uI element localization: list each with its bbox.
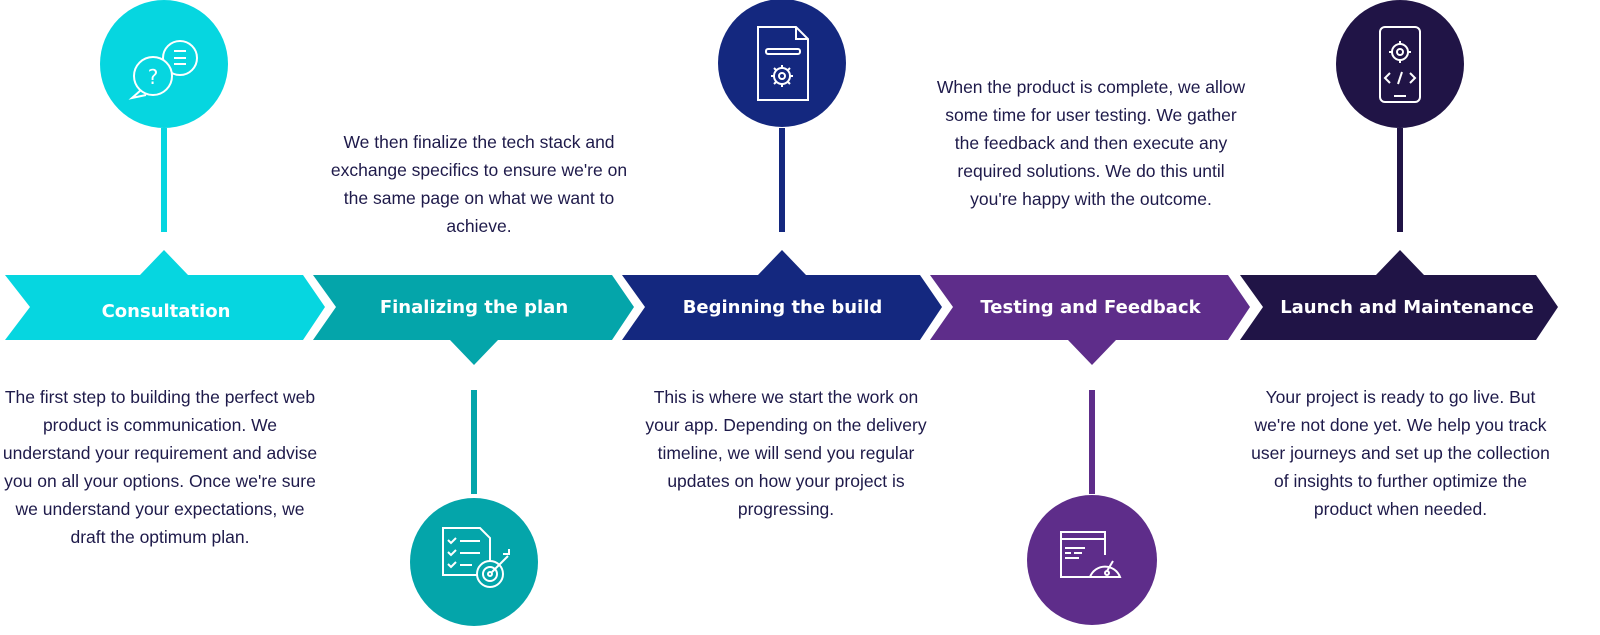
step-2-graphic: [313, 275, 634, 626]
step-4-stem: [1089, 390, 1095, 494]
browser-gauge-icon: [1060, 531, 1122, 578]
step-2-description: We then finalize the tech stack and exch…: [330, 132, 628, 236]
step-3-description: This is where we start the work on your …: [645, 387, 927, 519]
step-5-description: Your project is ready to go live. But we…: [1251, 387, 1550, 519]
step-4-circle: [1027, 495, 1157, 625]
step-1-title: Consultation: [101, 301, 231, 322]
step-2-title: Finalizing the plan: [379, 297, 569, 318]
step-4-title: Testing and Feedback: [980, 297, 1201, 318]
step-1-graphic: ?: [5, 0, 325, 340]
step-3-circle: [718, 0, 846, 127]
step-1-description: The first step to building the perfect w…: [2, 387, 318, 547]
step-1-notch: [140, 250, 188, 275]
chat-question-icon: ?: [128, 40, 198, 100]
checklist-target-icon: [442, 527, 510, 588]
step-3-chevron: [622, 275, 942, 340]
svg-text:?: ?: [148, 65, 159, 89]
step-2-notch: [450, 340, 498, 365]
step-5-graphic: [1240, 0, 1558, 340]
step-1-chevron: [5, 275, 325, 340]
phone-code-gear-icon: [1379, 26, 1421, 103]
step-5-title: Launch and Maintenance: [1280, 297, 1534, 318]
document-gear-icon: [757, 26, 809, 101]
step-4-chevron: [930, 275, 1250, 340]
step-2-chevron: [313, 275, 634, 340]
step-3-stem: [779, 128, 785, 232]
step-3-notch: [758, 250, 806, 275]
step-3-title: Beginning the build: [682, 297, 883, 318]
step-5-stem: [1397, 128, 1403, 232]
step-4-notch: [1068, 340, 1116, 365]
step-5-chevron: [1240, 275, 1558, 340]
step-5-notch: [1376, 250, 1424, 275]
step-2-stem: [471, 390, 477, 494]
step-3-graphic: [622, 0, 942, 340]
step-4-description: When the product is complete, we allow s…: [936, 77, 1246, 209]
step-2-circle: [410, 498, 538, 626]
step-5-circle: [1336, 0, 1464, 128]
step-4-graphic: [930, 275, 1250, 625]
step-1-stem: [161, 128, 167, 232]
